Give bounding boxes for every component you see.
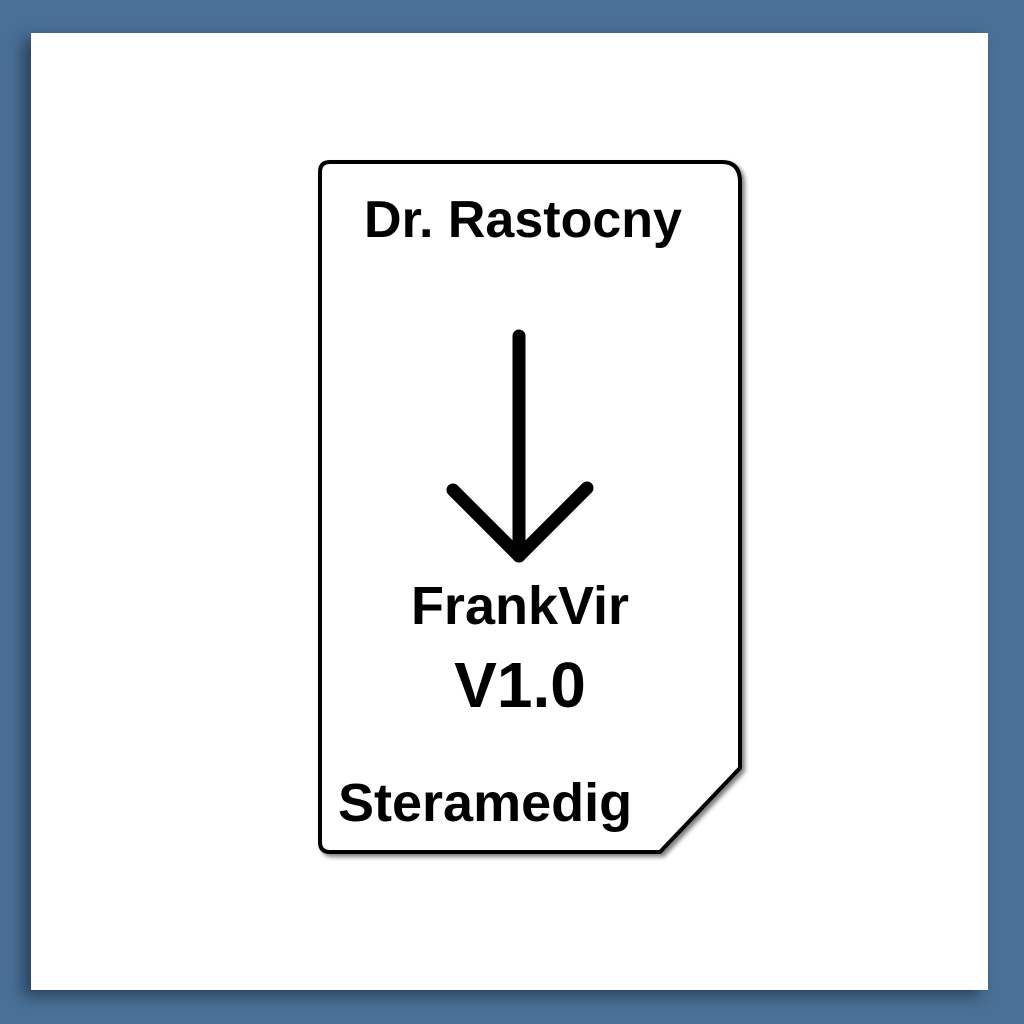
product-name: FrankVir — [410, 576, 630, 636]
footer-label: Steramedig — [338, 773, 633, 833]
author-label: Dr. Rastocny — [364, 191, 682, 249]
version-label: V1.0 — [454, 649, 586, 721]
arrow-down-icon — [446, 329, 594, 563]
